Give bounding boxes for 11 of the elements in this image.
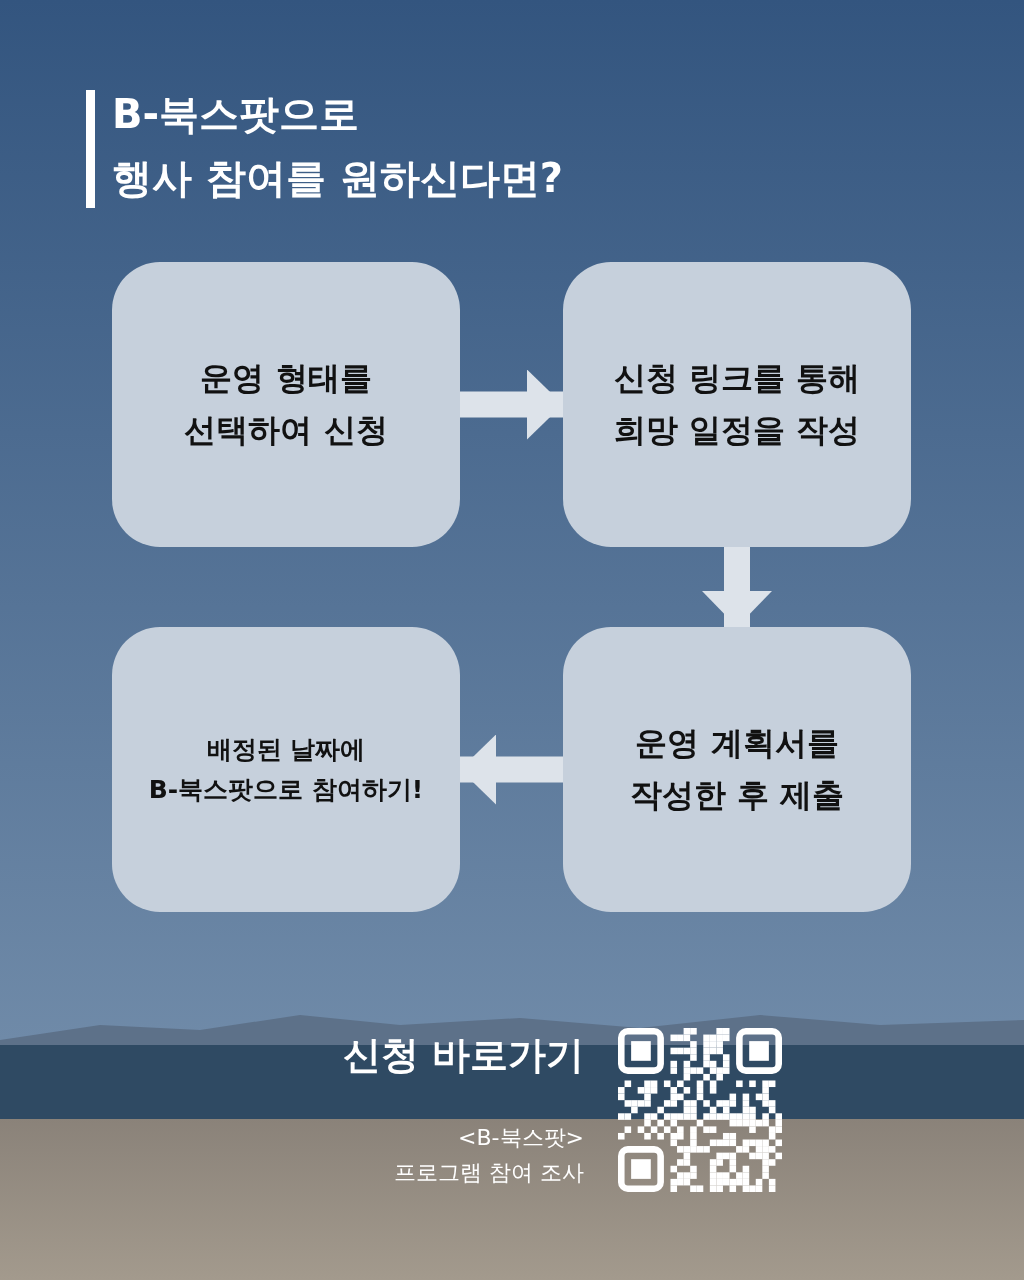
arrow — [702, 547, 772, 627]
step-box: 운영 형태를 선택하여 신청 — [112, 262, 460, 547]
arrow — [460, 369, 563, 440]
caption-text: 프로그램 참여 조사 — [393, 1159, 584, 1187]
step-box: 운영 계획서를 작성한 후 제출 — [563, 627, 911, 912]
caption-text: <B-북스팟> — [457, 1124, 584, 1152]
arrow — [460, 734, 563, 805]
step-box: 신청 링크를 통해 희망 일정을 작성 — [563, 262, 911, 547]
link-heading: 신청 바로가기 — [341, 1032, 584, 1079]
title: B-북스팟으로 행사 참여를 원하신다면? — [112, 90, 565, 203]
step-box: 배정된 날짜에 B-북스팟으로 참여하기! — [112, 627, 460, 912]
